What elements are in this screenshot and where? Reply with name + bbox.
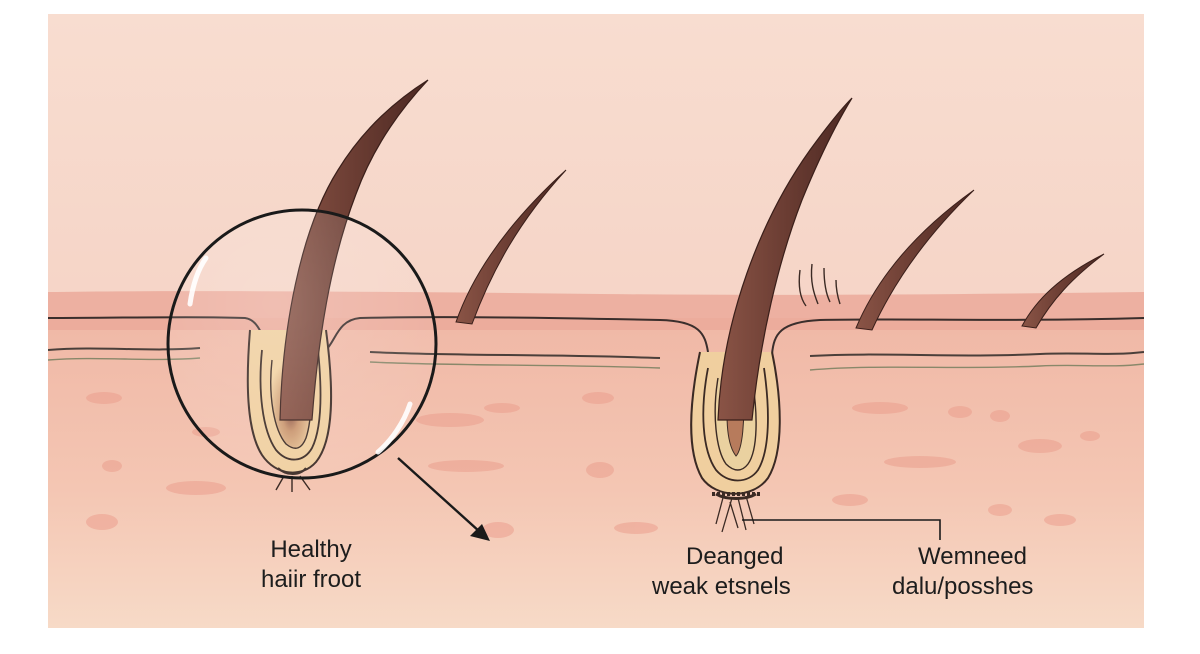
magnifier-lens-icon	[166, 208, 438, 480]
short-hair-2	[855, 189, 975, 331]
damaged-hair-shaft	[717, 97, 853, 421]
weakened-root-label: Wemneed dalu/posshes	[892, 542, 1033, 602]
short-hair-1	[455, 169, 567, 325]
healthy-root-label-line1: Healthy	[270, 536, 352, 563]
arrow-pointer-icon	[397, 457, 490, 541]
callout-line	[742, 519, 941, 540]
short-hair-3	[1021, 253, 1105, 329]
healthy-root-label-line2: haiir froot	[260, 566, 362, 593]
damaged-follicle	[690, 97, 853, 533]
distress-lines-icon	[798, 263, 841, 307]
weakened-root-label-line2: dalu/posshes	[892, 573, 1034, 600]
dermis-cells	[86, 392, 1100, 538]
damaged-root-label-line1: Deanged	[686, 543, 784, 570]
damaged-root-label-line2: weak etsnels	[652, 573, 791, 600]
healthy-root-label: Healthy haiir froot	[236, 535, 386, 595]
damaged-root-label: Deanged weak etsnels	[652, 542, 791, 602]
weakened-root-label-line1: Wemneed	[918, 543, 1027, 570]
diagram-panel	[48, 14, 1144, 628]
